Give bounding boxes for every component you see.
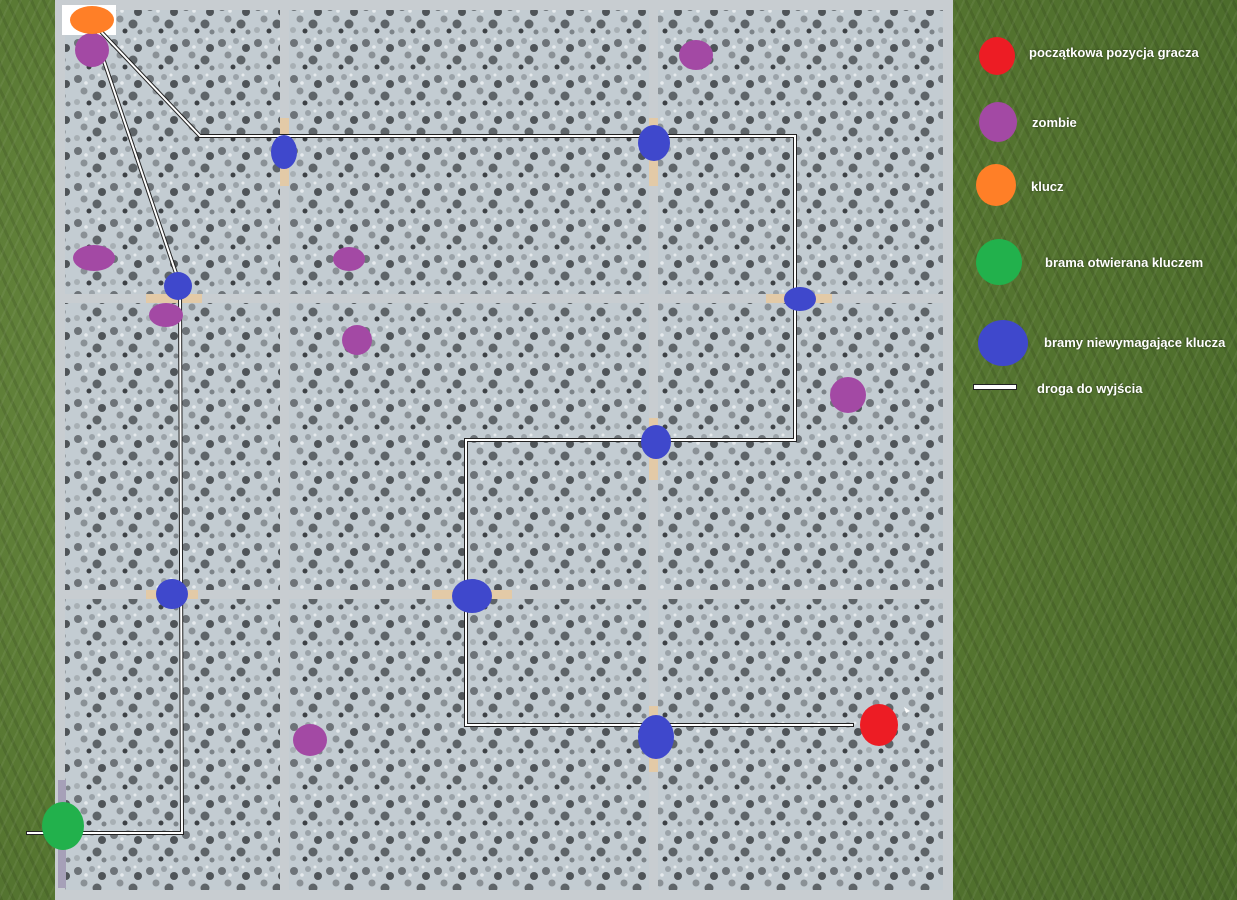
legend-item-gates: bramy niewymagające klucza (965, 318, 1237, 368)
player-start-icon (979, 37, 1015, 75)
legend-label-gates: bramy niewymagające klucza (1044, 335, 1226, 350)
zombie-marker (149, 303, 183, 327)
zombie-marker (679, 40, 713, 70)
legend-label-zombie: zombie (1032, 115, 1077, 130)
gate-marker (638, 715, 674, 759)
zombie-marker (830, 377, 866, 413)
zombie-marker (73, 245, 115, 271)
gate-marker (271, 135, 297, 169)
legend: początkowa pozycja gracza zombie klucz b… (965, 30, 1237, 410)
gate-marker (784, 287, 816, 311)
zombies (73, 33, 866, 756)
key-icon (976, 164, 1016, 206)
gate-marker (638, 125, 670, 161)
gate-marker (641, 425, 671, 459)
legend-label-key: klucz (1031, 179, 1064, 194)
zombie-marker (293, 724, 327, 756)
cursor-icon (904, 707, 910, 713)
legend-item-key: klucz (965, 164, 1237, 214)
key-gate-marker (42, 802, 84, 850)
legend-item-key-gate: brama otwierana kluczem (965, 238, 1237, 288)
zombie-icon (979, 102, 1017, 142)
legend-label-key-gate: brama otwierana kluczem (1045, 255, 1204, 270)
gates (156, 125, 816, 759)
gate-marker (164, 272, 192, 300)
key-marker (70, 6, 114, 34)
gate-marker (452, 579, 492, 613)
legend-item-zombie: zombie (965, 102, 1237, 152)
legend-item-player-start: początkowa pozycja gracza (965, 35, 1237, 85)
zombie-marker (333, 247, 365, 271)
gate-marker (156, 579, 188, 609)
key-gate-icon (976, 239, 1022, 285)
player-start-marker (860, 704, 898, 746)
legend-label-player-start: początkowa pozycja gracza (1029, 45, 1199, 60)
gate-icon (978, 320, 1028, 366)
path-line-icon (973, 384, 1017, 390)
legend-label-exit-path: droga do wyjścia (1037, 381, 1143, 396)
zombie-marker (75, 33, 109, 67)
dungeon-floor (60, 5, 948, 895)
zombie-marker (342, 325, 372, 355)
